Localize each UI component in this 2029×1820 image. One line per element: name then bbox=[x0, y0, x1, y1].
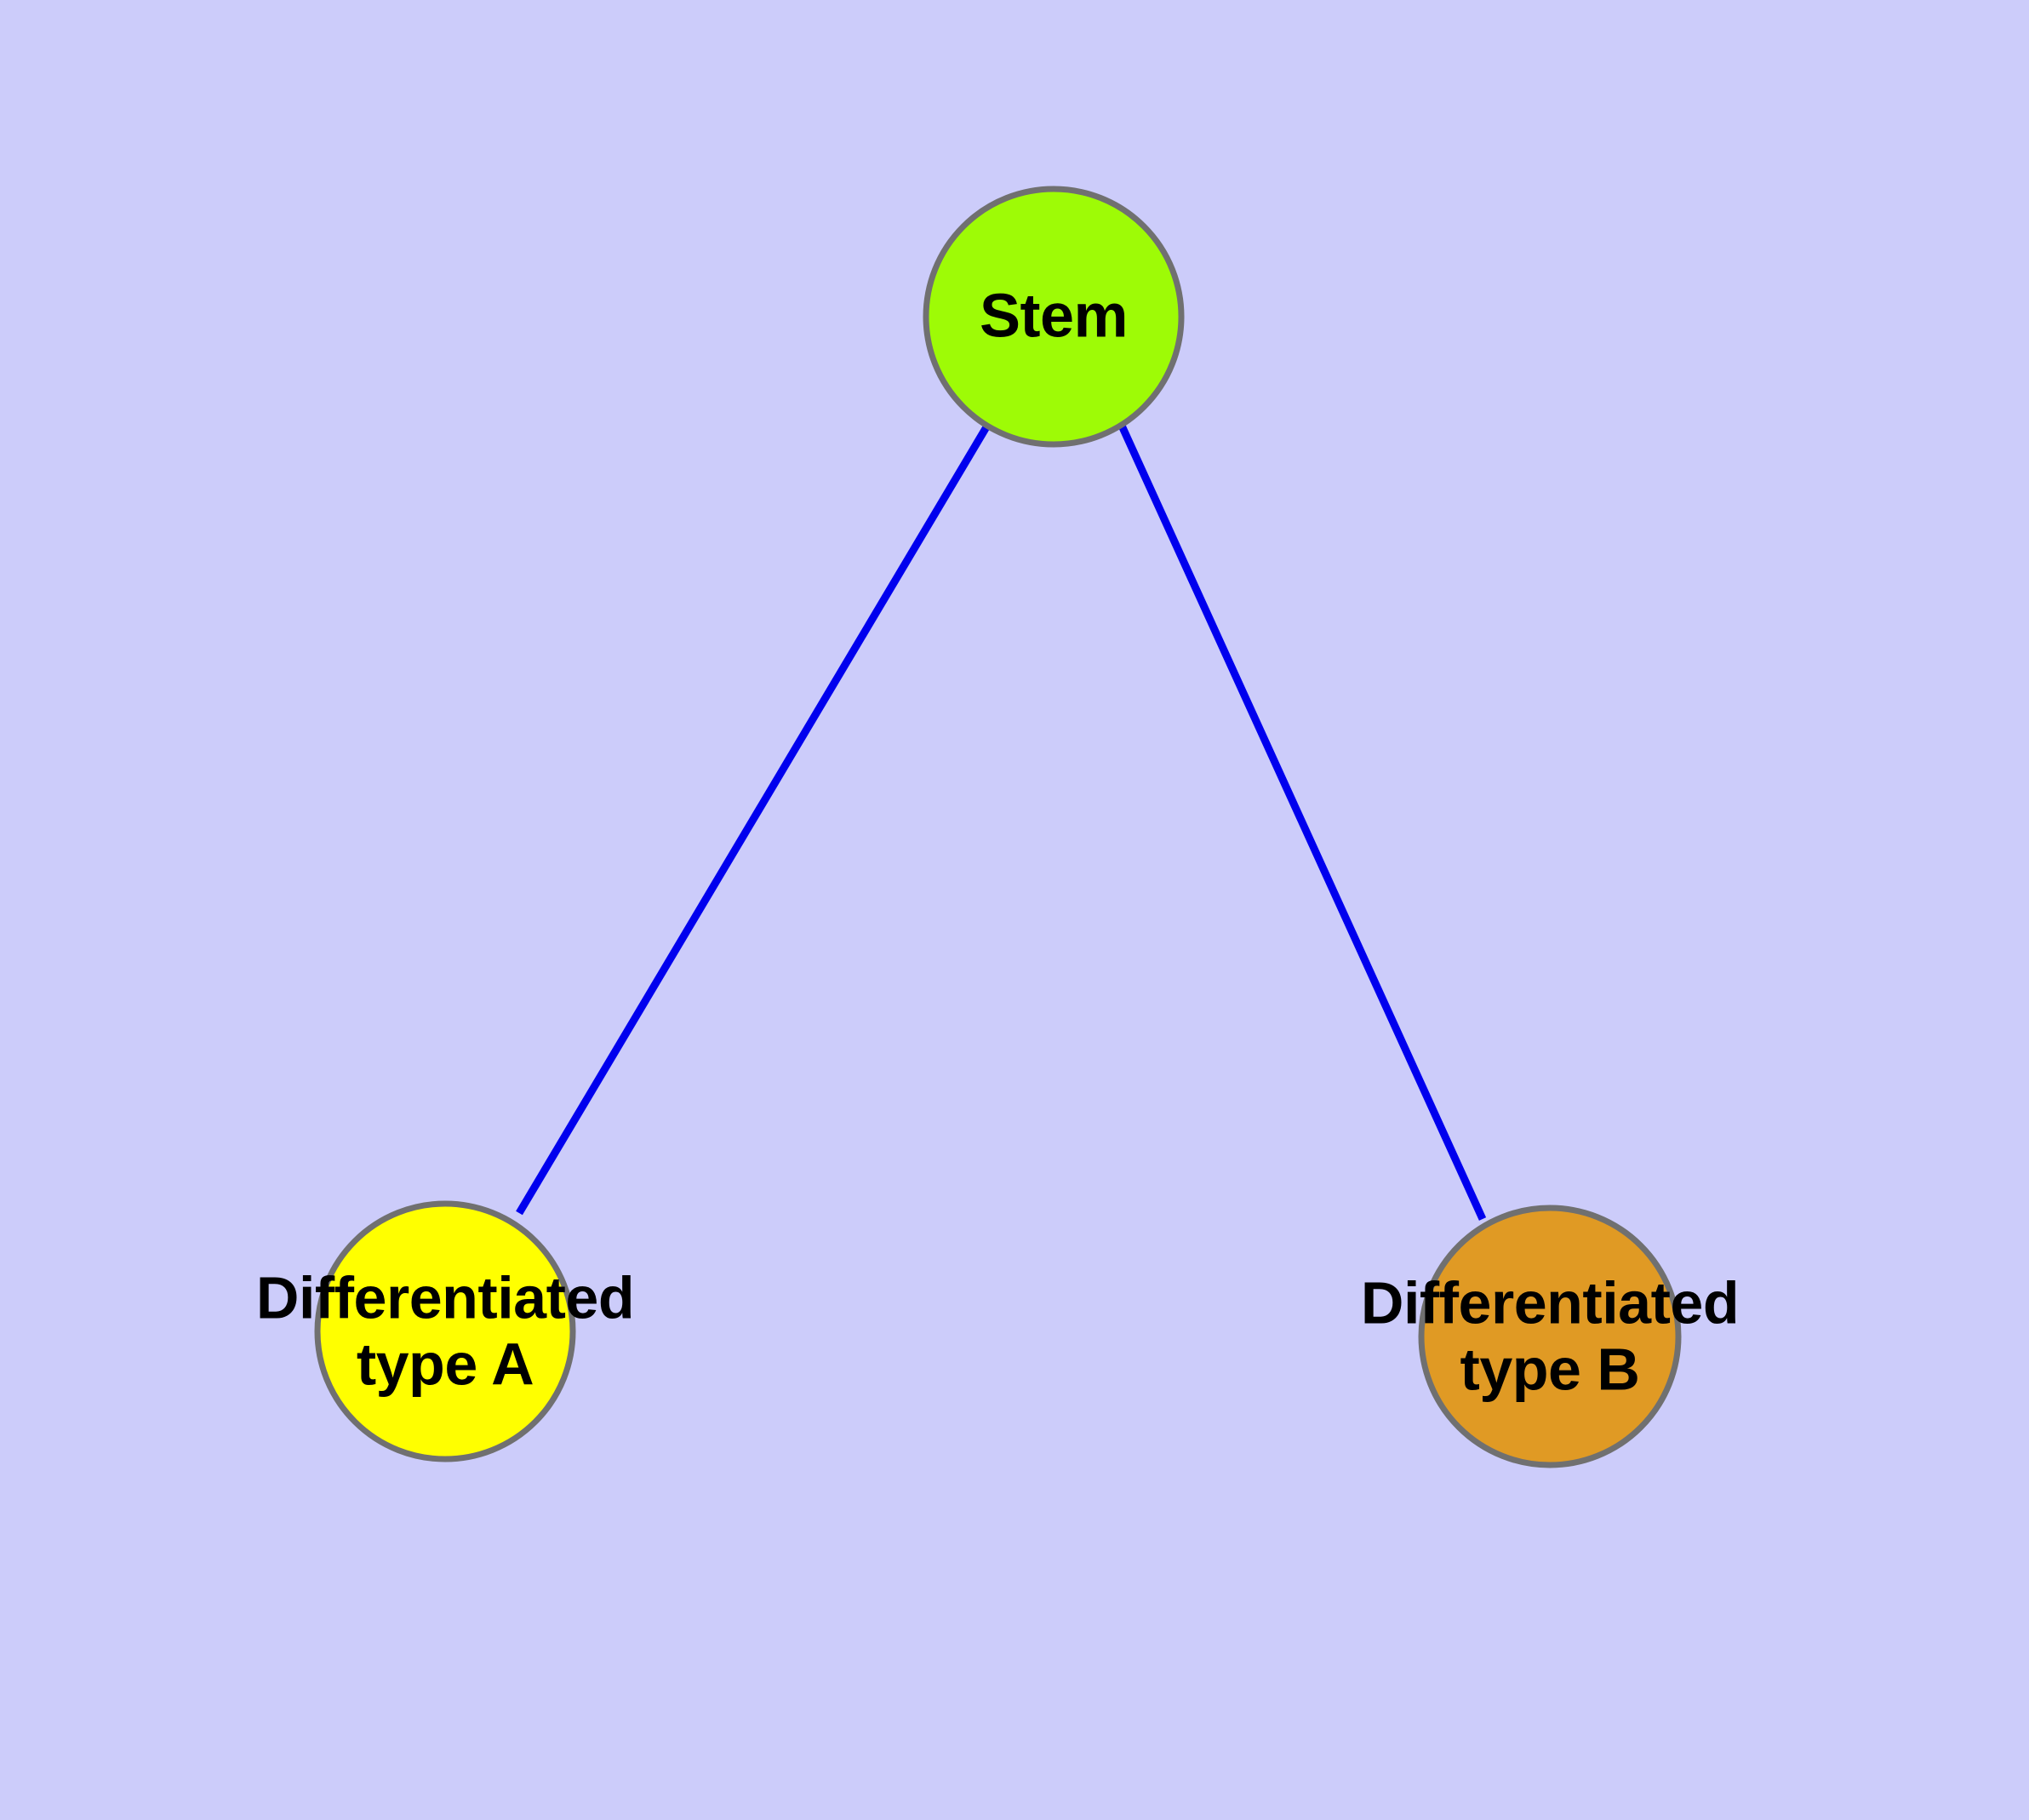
node-differentiated-type-b[interactable] bbox=[1418, 1205, 1682, 1468]
node-stem[interactable] bbox=[923, 186, 1185, 448]
edges-group bbox=[516, 423, 1487, 1221]
edge-stem-to-differentiated-type-b[interactable] bbox=[1117, 424, 1487, 1221]
edge-stem-to-differentiated-type-a[interactable] bbox=[516, 423, 991, 1216]
node-differentiated-type-a[interactable] bbox=[314, 1200, 576, 1462]
nodes-group bbox=[314, 186, 1682, 1468]
